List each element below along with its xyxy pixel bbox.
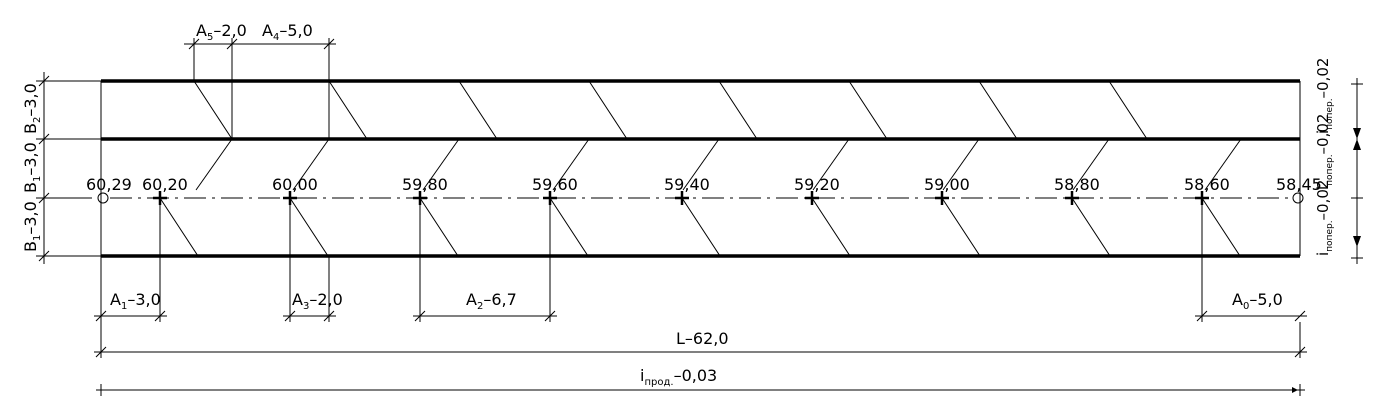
- hatch-line: [422, 138, 460, 191]
- tick-a4-right: [323, 38, 335, 50]
- hatch-line: [549, 197, 589, 257]
- elevation-point-mark: [935, 191, 949, 205]
- slope-long-cross-left: [96, 384, 106, 396]
- elevation-point-label: 59,00: [924, 175, 970, 194]
- slope-cross-label-3: iпопер.–0,02: [1314, 180, 1335, 256]
- tick-left-1: [38, 75, 50, 87]
- hatch-line: [848, 80, 888, 140]
- hatch-line: [682, 138, 720, 191]
- slope-cross-plus-top: [1351, 78, 1363, 90]
- hatch-line: [681, 197, 721, 257]
- elevation-point-label: 60,20: [142, 175, 188, 194]
- hatch-lower-lane: [159, 197, 1241, 257]
- elevation-end: 58,45: [1276, 175, 1322, 194]
- hatch-line: [458, 80, 498, 140]
- tick-length: [95, 346, 1306, 358]
- elevation-point-mark: [1065, 191, 1079, 205]
- elevation-point-mark: [805, 191, 819, 205]
- hatch-line: [588, 80, 628, 140]
- hatch-line: [1071, 197, 1111, 257]
- hatch-line: [811, 197, 851, 257]
- tick-left-3: [38, 192, 50, 204]
- length-label: L–62,0: [676, 329, 729, 348]
- hatch-line: [942, 138, 980, 191]
- dim-a3-label: A3–2,0: [292, 290, 343, 312]
- hatch-top-lane: [193, 80, 1148, 140]
- slope-cross-arrow-3: [1353, 236, 1361, 247]
- hatch-line: [159, 197, 199, 257]
- slope-cross-label-2: iпопер.–0,02: [1314, 114, 1335, 190]
- hatch-line: [195, 138, 233, 191]
- start-point-marker: [97, 192, 109, 204]
- dim-a4-label: A4–5,0: [262, 21, 313, 43]
- hatch-line: [718, 80, 758, 140]
- slope-cross-plus-mid: [1351, 192, 1363, 204]
- hatch-line: [812, 138, 850, 191]
- dim-b1-lower-label: B1–3,0: [21, 201, 43, 252]
- elevation-point-label: 58,60: [1184, 175, 1230, 194]
- slope-cross-arrow-1: [1353, 128, 1361, 139]
- dim-a0-label: A0–5,0: [1232, 290, 1283, 312]
- elevation-points: 60,20 60,00 59,80 59,60 59,40 59,20 59,00 58,80…: [142, 175, 1230, 205]
- dim-a1-label: A1–3,0: [110, 290, 161, 312]
- elevation-point-label: 59,20: [794, 175, 840, 194]
- slope-long-cross-right: [1295, 384, 1305, 396]
- hatch-line: [193, 80, 233, 140]
- hatch-upper-lane: [195, 138, 1242, 191]
- dim-b2-label: B2–3,0: [21, 83, 43, 134]
- tick-left-4: [38, 250, 50, 262]
- elevation-point-mark: [675, 191, 689, 205]
- tick-a5-right: [226, 38, 238, 50]
- hatch-line: [419, 197, 459, 257]
- slope-long-label: iпрод.–0,03: [640, 366, 717, 388]
- tick-left-2: [38, 133, 50, 145]
- hatch-line: [292, 138, 330, 191]
- tick-a1: [95, 310, 166, 322]
- hatch-line: [1108, 80, 1148, 140]
- hatch-line: [328, 80, 368, 140]
- slope-cross-plus-bottom: [1351, 252, 1363, 264]
- tick-a3: [284, 310, 335, 322]
- dim-a5-label: A5–2,0: [196, 21, 247, 43]
- hatch-line: [1072, 138, 1110, 191]
- slope-cross-arrow-2: [1353, 139, 1361, 150]
- dim-b1-upper-label: B1–3,0: [21, 142, 43, 193]
- dim-a2-label: A2–6,7: [466, 290, 517, 312]
- hatch-line: [941, 197, 981, 257]
- elevation-point-label: 60,00: [272, 175, 318, 194]
- slope-cross-label-1: iпопер.–0,02: [1314, 58, 1335, 134]
- hatch-line: [289, 197, 329, 257]
- elevation-point-label: 59,60: [532, 175, 578, 194]
- hatch-line: [1204, 138, 1242, 191]
- hatch-line: [978, 80, 1018, 140]
- elevation-point-label: 59,80: [402, 175, 448, 194]
- elevation-point-label: 59,40: [664, 175, 710, 194]
- hatch-line: [552, 138, 590, 191]
- elevation-start: 60,29: [86, 175, 132, 194]
- tick-a0: [1196, 310, 1306, 322]
- elevation-point-label: 58,80: [1054, 175, 1100, 194]
- tick-a2: [414, 310, 556, 322]
- end-point-marker: [1292, 192, 1304, 204]
- hatch-line: [1201, 197, 1241, 257]
- tick-a5-left: [188, 38, 200, 50]
